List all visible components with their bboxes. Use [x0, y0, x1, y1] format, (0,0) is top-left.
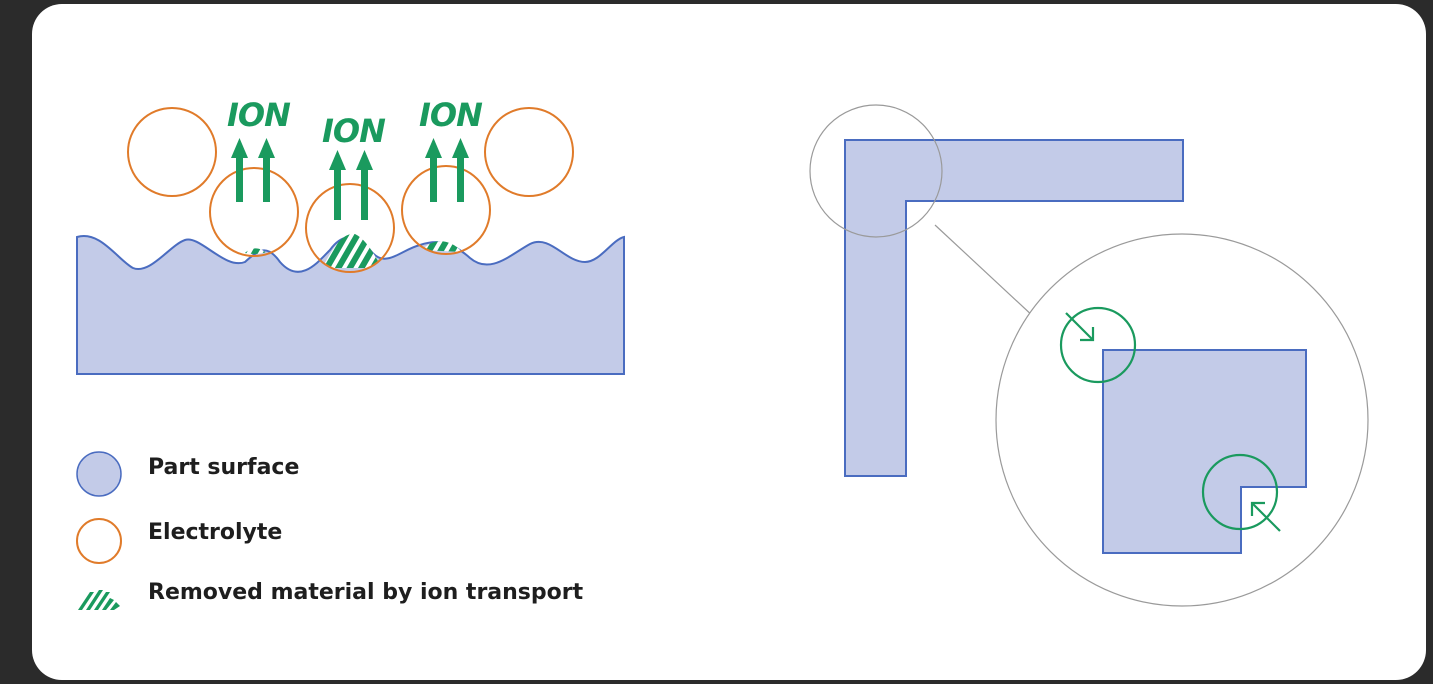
outer-corner-indicator: [1059, 306, 1137, 384]
electrolyte-circle: [484, 107, 574, 197]
part-surface-legend-icon: [76, 451, 122, 497]
magnifier-connector: [934, 224, 1036, 319]
electrolyte-circle: [305, 183, 395, 273]
removed-material-peak: [422, 241, 462, 252]
ion-label: ION: [322, 112, 386, 150]
ion-label: ION: [227, 96, 291, 134]
magnifier-source-circle: [809, 104, 943, 238]
zoomed-part: [1102, 349, 1307, 554]
ion-label: ION: [419, 96, 483, 134]
removed-material-peak: [238, 248, 272, 254]
l-shaped-part: [844, 139, 1184, 477]
ion-arrows: [231, 138, 469, 220]
legend-part-surface: Part surface: [148, 455, 299, 480]
electrolyte-circle: [209, 167, 299, 257]
inner-corner-indicator: [1201, 453, 1281, 532]
removed-material-peak: [322, 233, 382, 268]
legend-removed-material: Removed material by ion transport: [148, 580, 584, 605]
electrolyte-circle: [401, 165, 491, 255]
electrolyte-legend-icon: [76, 518, 122, 564]
legend-electrolyte: Electrolyte: [148, 520, 282, 545]
electrolyte-circle: [127, 107, 217, 197]
removed-material-legend-icon: [78, 590, 120, 610]
